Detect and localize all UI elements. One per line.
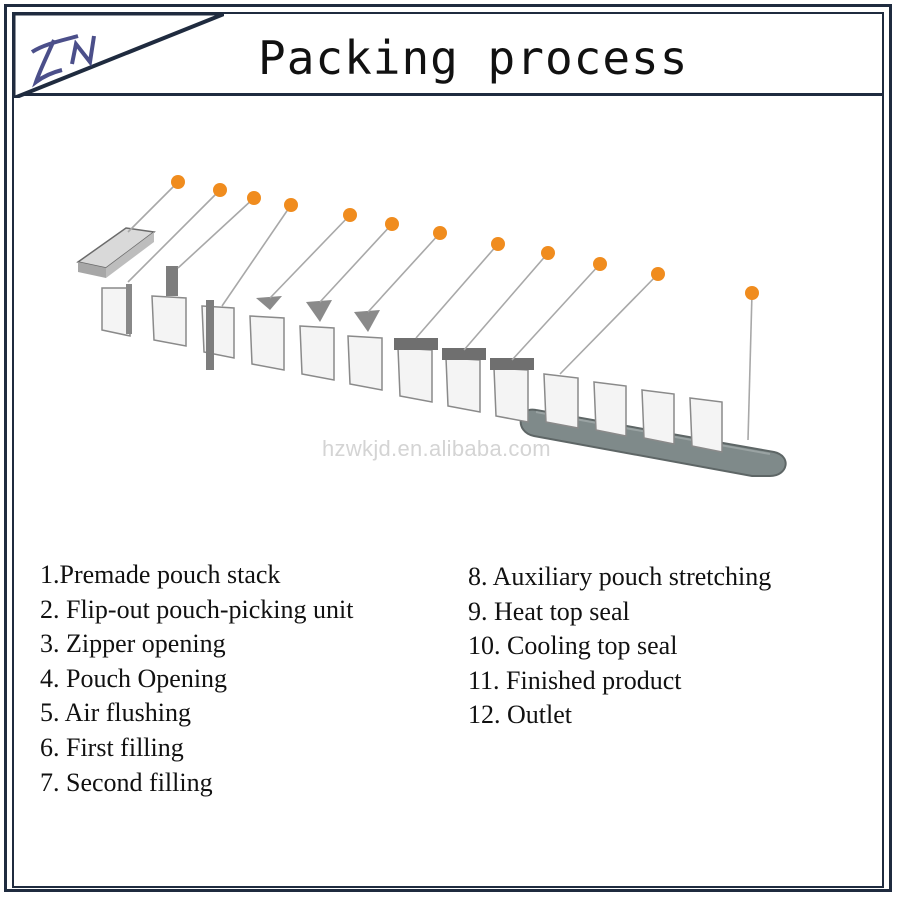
callout-dot-9 xyxy=(541,246,555,260)
step-3: 3. Zipper opening xyxy=(40,629,226,659)
pouch-zipper xyxy=(151,266,187,347)
callout-dot-2 xyxy=(213,183,227,197)
step-11: 11. Finished product xyxy=(468,665,682,695)
packing-process-diagram xyxy=(76,175,787,477)
callout-dots xyxy=(171,175,759,300)
callout-dot-12 xyxy=(745,286,759,300)
step-5: 5. Air flushing xyxy=(40,698,191,728)
pouch-cool-seal xyxy=(490,358,534,423)
callout-dot-11 xyxy=(651,267,665,281)
callout-lines xyxy=(127,181,753,441)
pouch-fill-2 xyxy=(347,310,383,391)
pouch-finished-1 xyxy=(543,373,579,429)
pouch-finished-4 xyxy=(689,397,723,453)
outer-frame xyxy=(4,4,892,892)
pouch-fill-1 xyxy=(299,300,335,381)
callout-dot-7 xyxy=(433,226,447,240)
watermark: hzwkjd.en.alibaba.com xyxy=(322,436,551,461)
step-8: 8. Auxiliary pouch stretching xyxy=(468,562,772,591)
brand-logo xyxy=(14,14,224,98)
pouch-stack xyxy=(76,227,156,278)
step-6: 6. First filling xyxy=(40,732,184,762)
callout-dot-5 xyxy=(343,208,357,222)
step-4: 4. Pouch Opening xyxy=(40,663,228,693)
pouch-heat-seal xyxy=(442,348,486,413)
inner-frame xyxy=(12,12,884,888)
callout-dot-8 xyxy=(491,237,505,251)
steps-list-right: 8. Auxiliary pouch stretching 9. Heat to… xyxy=(468,560,771,733)
callout-dot-10 xyxy=(593,257,607,271)
step-2: 2. Flip-out pouch-picking unit xyxy=(40,594,354,624)
page-title: Packing process xyxy=(258,31,689,85)
pouch-stretch xyxy=(394,338,438,403)
pouch-finished-3 xyxy=(641,389,675,445)
pouch-air xyxy=(249,296,285,371)
callout-dot-6 xyxy=(385,217,399,231)
title-bar xyxy=(12,12,884,96)
pouch-finished-2 xyxy=(593,381,627,437)
pouch-open xyxy=(201,300,235,370)
callout-dot-1 xyxy=(171,175,185,189)
step-7: 7. Second filling xyxy=(40,767,213,797)
callout-dot-4 xyxy=(284,198,298,212)
step-10: 10. Cooling top seal xyxy=(468,631,678,661)
callout-dot-3 xyxy=(247,191,261,205)
step-9: 9. Heat top seal xyxy=(468,596,630,626)
step-1: 1.Premade pouch stack xyxy=(40,560,281,589)
steps-list-left: 1.Premade pouch stack 2. Flip-out pouch-… xyxy=(40,558,353,800)
step-12: 12. Outlet xyxy=(468,700,572,730)
pouch-flip-out xyxy=(101,284,132,337)
